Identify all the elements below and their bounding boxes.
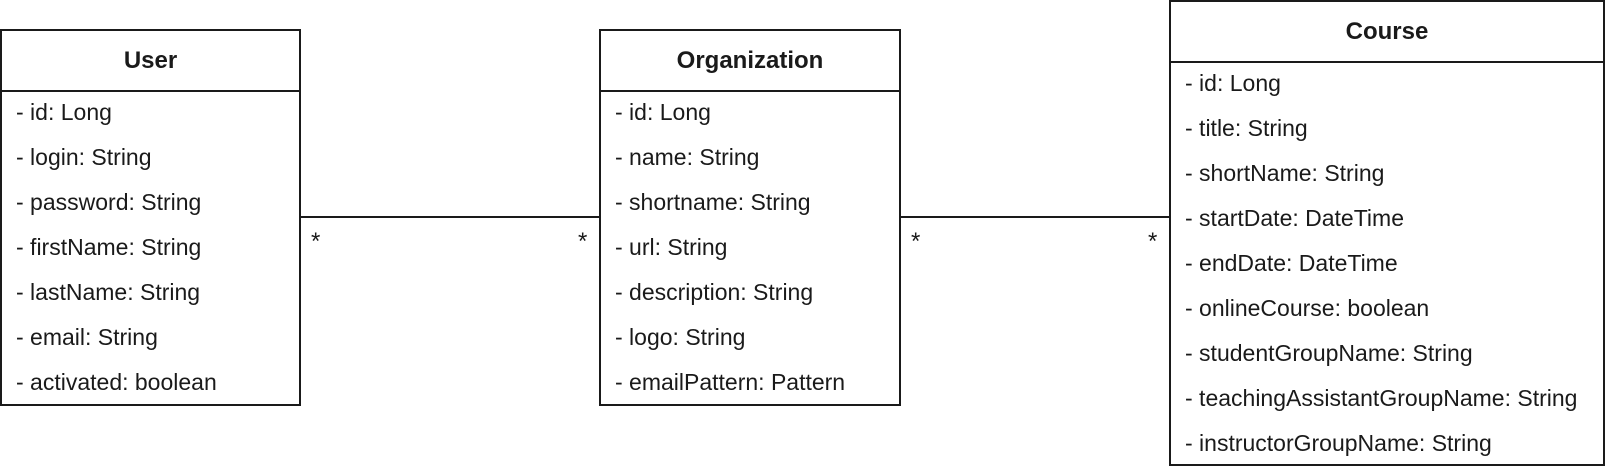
organization-attribute: - url: String [615,234,728,260]
course-attribute: - instructorGroupName: String [1185,430,1492,456]
organization-attribute: - emailPattern: Pattern [615,369,846,395]
user-attribute: - password: String [16,189,202,215]
user-attribute: - lastName: String [16,279,201,305]
organization-attribute: - logo: String [615,324,746,350]
user-attribute: - activated: boolean [16,369,217,395]
organization-class-box: Organization - id: Long - name: String -… [599,29,901,406]
course-class-box: Course - id: Long - title: String - shor… [1169,0,1605,466]
organization-attribute: - shortname: String [615,189,811,215]
user-attribute: - email: String [16,324,158,350]
course-attribute: - teachingAssistantGroupName: String [1185,385,1578,411]
course-attribute: - title: String [1185,115,1308,141]
organization-attribute: - name: String [615,144,760,170]
user-attribute: - id: Long [16,99,112,125]
user-organization-association-line [300,216,600,218]
course-attribute: - shortName: String [1185,160,1385,186]
user-attribute: - firstName: String [16,234,202,260]
user-attribute: - login: String [16,144,152,170]
course-attribute: - id: Long [1185,70,1281,96]
course-attribute: - endDate: DateTime [1185,250,1398,276]
user-side-multiplicity: * [311,228,321,255]
course-side-multiplicity: * [1148,228,1158,255]
course-attribute: - onlineCourse: boolean [1185,295,1430,321]
organization-class-name: Organization [601,31,899,92]
course-attribute-list: - id: Long - title: String - shortName: … [1171,63,1603,472]
user-class-box: User - id: Long - login: String - passwo… [0,29,301,406]
organization-side-multiplicity: * [911,228,921,255]
organization-side-multiplicity: * [578,228,588,255]
organization-attribute-list: - id: Long - name: String - shortname: S… [601,92,899,411]
user-class-name: User [2,31,299,92]
course-attribute: - startDate: DateTime [1185,205,1404,231]
course-attribute: - studentGroupName: String [1185,340,1473,366]
organization-course-association-line [900,216,1170,218]
organization-attribute: - id: Long [615,99,711,125]
organization-attribute: - description: String [615,279,814,305]
user-attribute-list: - id: Long - login: String - password: S… [2,92,299,411]
course-class-name: Course [1171,2,1603,63]
